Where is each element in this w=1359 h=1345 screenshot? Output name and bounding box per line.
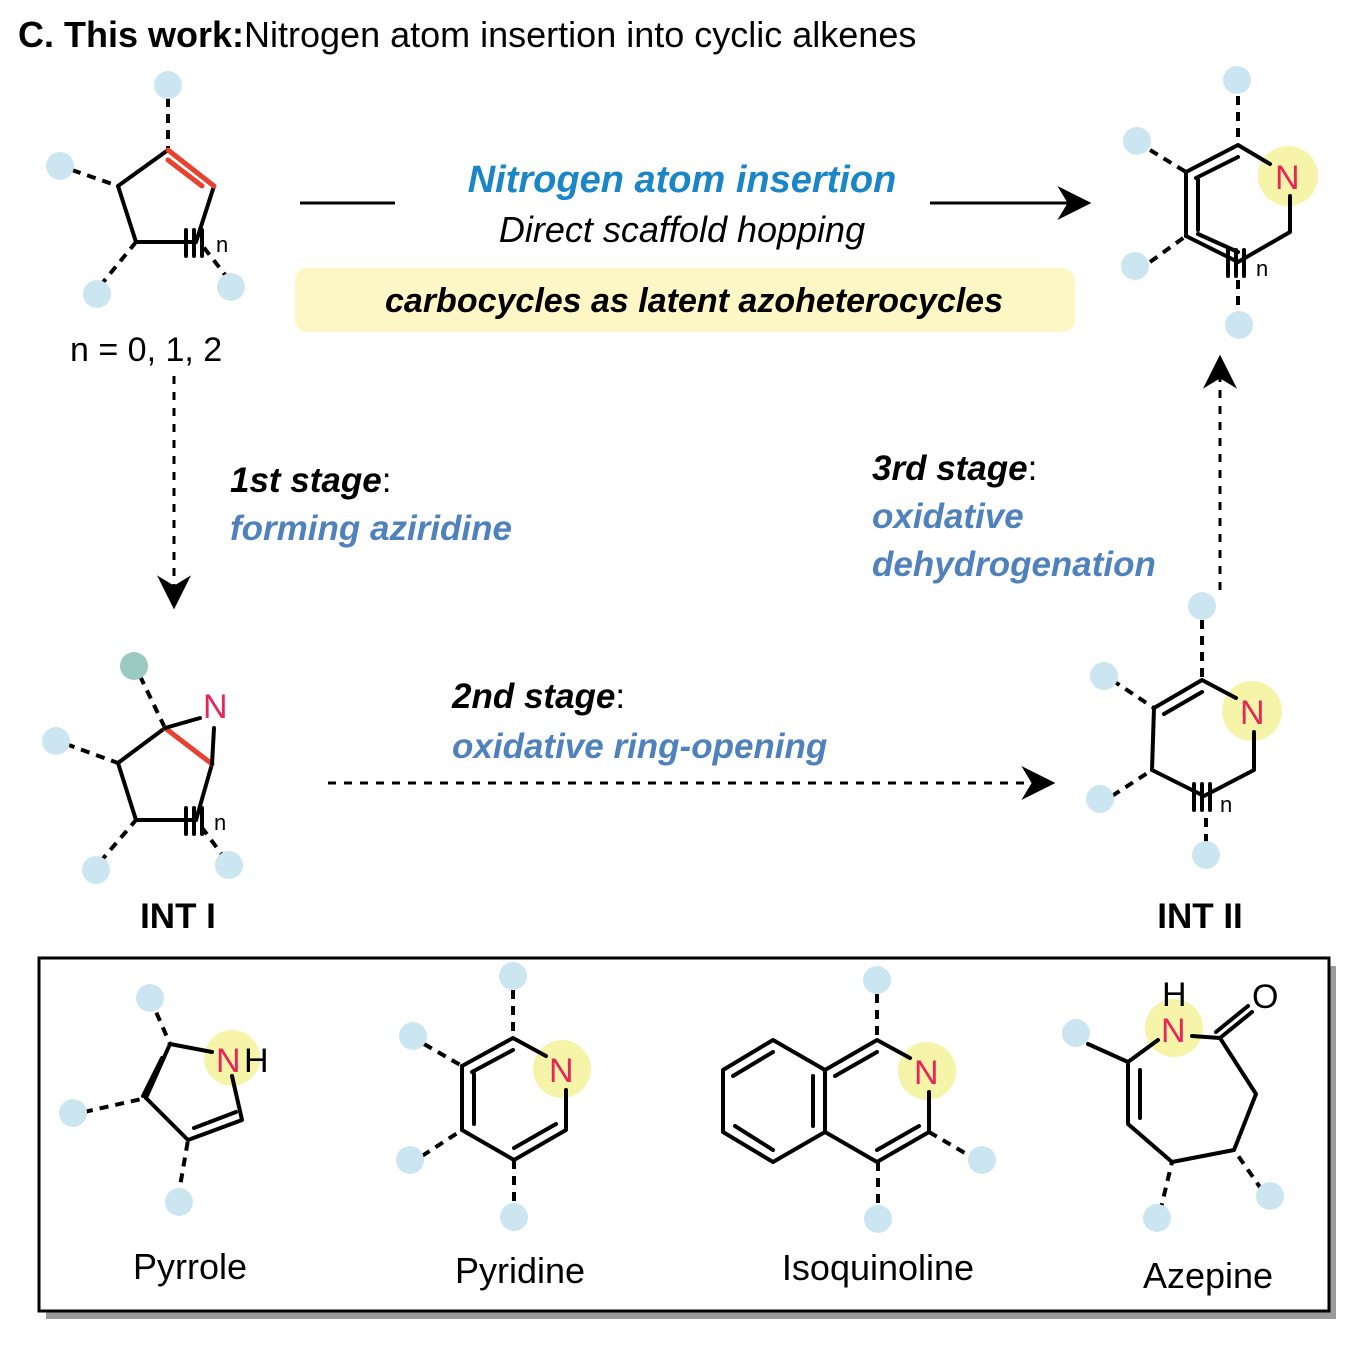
substituent-dot — [1086, 785, 1114, 813]
section-title: C. This work:Nitrogen atom insertion int… — [18, 14, 916, 55]
stage1-label: 1st stage — [230, 461, 382, 500]
substituent-dot — [120, 652, 148, 680]
azepine-nitrogen-atom: N — [1161, 1012, 1186, 1050]
scaffold-hopping-label: Direct scaffold hopping — [499, 209, 865, 250]
int2-label: INT II — [1157, 897, 1243, 936]
pyridine-nitrogen-atom: N — [549, 1052, 574, 1090]
ring-size-values: n = 0, 1, 2 — [70, 331, 222, 369]
stage3-description-line2: dehydrogenation — [872, 545, 1156, 584]
int1-label: INT I — [140, 897, 216, 936]
substituent-dot — [1223, 66, 1251, 94]
substituent-dot — [500, 1203, 528, 1231]
substituent-dot — [1090, 662, 1118, 690]
substituent-dot — [1225, 311, 1253, 339]
azepine-oxygen-atom: O — [1252, 978, 1278, 1016]
pyrrole-name: Pyrrole — [133, 1246, 247, 1287]
stage2-heading: 2nd stage: — [451, 677, 625, 716]
pyridine-structure: N — [396, 962, 591, 1231]
examples-box — [37, 956, 1331, 1313]
latent-azoheterocycles-banner: carbocycles as latent azoheterocycles — [385, 282, 1003, 320]
stage3-description-line1: oxidative — [872, 497, 1024, 536]
stage2-colon: : — [615, 677, 625, 716]
stage1-description: forming aziridine — [230, 509, 512, 548]
substituent-dot — [396, 1146, 424, 1174]
cyclic-alkene-structure: n — [46, 71, 245, 308]
int1-aziridine-structure: n N — [42, 652, 243, 884]
product-nitrogen-atom: N — [1275, 159, 1300, 197]
substituent-dot — [1256, 1182, 1284, 1210]
stage3-colon: : — [1028, 449, 1038, 488]
section-title-text: Nitrogen atom insertion into cyclic alke… — [244, 14, 916, 55]
substituent-dot — [1121, 252, 1149, 280]
substituent-dot — [154, 71, 182, 99]
int2-dihydro-structure: n N — [1086, 592, 1282, 869]
substituent-dot — [59, 1099, 87, 1127]
substituent-dot — [217, 273, 245, 301]
substituent-dot — [46, 152, 74, 180]
substituent-dot — [499, 962, 527, 990]
product-azaarene-structure: n N — [1121, 66, 1318, 339]
int1-nitrogen-atom: N — [203, 688, 228, 726]
substituent-dot — [42, 727, 70, 755]
substituent-dot — [399, 1022, 427, 1050]
substituent-dot — [83, 280, 111, 308]
stage1-heading: 1st stage: — [230, 461, 391, 500]
int2-nitrogen-atom: N — [1240, 694, 1265, 732]
substituent-dot — [82, 856, 110, 884]
substituent-dot — [215, 851, 243, 879]
substituent-dot — [1188, 592, 1216, 620]
stage2-description: oxidative ring-opening — [452, 727, 827, 766]
banner-highlight — [295, 268, 1075, 332]
stage1-colon: : — [382, 461, 392, 500]
stage2-label: 2nd stage — [451, 677, 615, 716]
substituent-dot — [1143, 1204, 1171, 1232]
stage3-heading: 3rd stage: — [872, 449, 1037, 488]
substituent-dot — [968, 1146, 996, 1174]
pyridine-name: Pyridine — [455, 1250, 585, 1291]
substituent-dot — [864, 1205, 892, 1233]
pyrrole-nitrogen-atom: N — [216, 1042, 241, 1080]
pyrrole-structure: N H — [59, 984, 269, 1216]
section-label: C. This work: — [18, 14, 244, 55]
substituent-dot — [1123, 127, 1151, 155]
nitrogen-insertion-label: Nitrogen atom insertion — [468, 159, 897, 201]
ring-size-n-label: n — [216, 232, 228, 257]
int1-n-label: n — [214, 810, 226, 835]
substituent-dot — [136, 984, 164, 1012]
substituent-dot — [165, 1188, 193, 1216]
azepine-structure: N H O — [1062, 976, 1284, 1232]
int2-n-label: n — [1220, 792, 1232, 817]
substituent-dot — [1192, 841, 1220, 869]
isoquinoline-structure: N — [721, 966, 996, 1233]
product-n-label: n — [1256, 256, 1268, 281]
isoquinoline-nitrogen-atom: N — [914, 1054, 939, 1092]
isoquinoline-name: Isoquinoline — [782, 1247, 974, 1288]
pyrrole-hydrogen-atom: H — [244, 1042, 269, 1080]
substituent-dot — [863, 966, 891, 994]
stage3-label: 3rd stage — [872, 449, 1028, 488]
azepine-name: Azepine — [1143, 1255, 1273, 1296]
azepine-hydrogen-atom: H — [1162, 976, 1187, 1014]
substituent-dot — [1062, 1019, 1090, 1047]
